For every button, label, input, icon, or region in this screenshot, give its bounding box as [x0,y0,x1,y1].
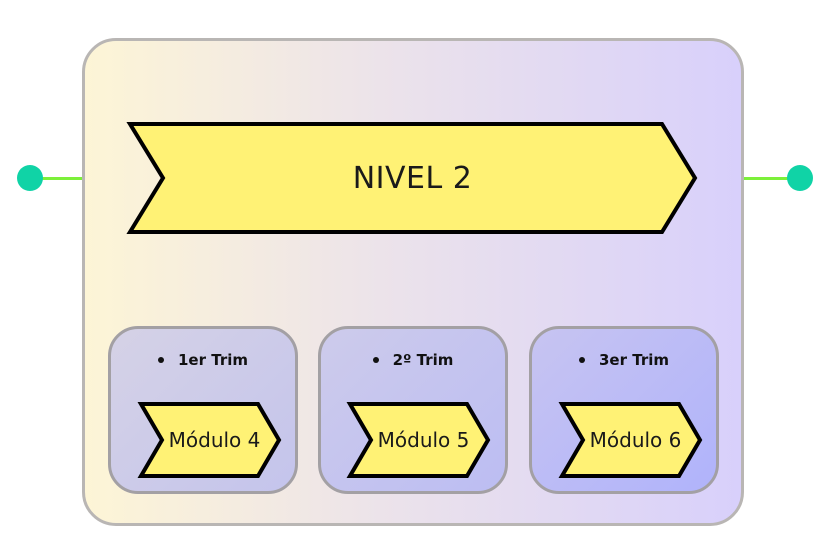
right-connector-dot [787,165,813,191]
term-bullet: 1er Trim [111,351,295,369]
module-arrow-2 [346,402,491,478]
left-connector-dot [17,165,43,191]
term-label: 2º Trim [392,351,454,369]
term-bullet: 3er Trim [532,351,716,369]
term-label: 3er Trim [599,351,669,369]
bullet-icon [158,357,164,363]
bullet-icon [372,357,379,363]
module-label-3: Módulo 6 [589,428,682,452]
module-label-2: Módulo 5 [377,428,470,452]
term-bullet: 2º Trim [321,351,505,369]
module-arrow-1 [137,402,282,478]
bullet-icon [579,357,585,363]
module-arrow-3 [558,402,703,478]
module-label-1: Módulo 4 [168,428,261,452]
term-label: 1er Trim [178,351,248,369]
main-stage-label: NIVEL 2 [352,160,473,196]
right-connector-line [694,177,800,180]
